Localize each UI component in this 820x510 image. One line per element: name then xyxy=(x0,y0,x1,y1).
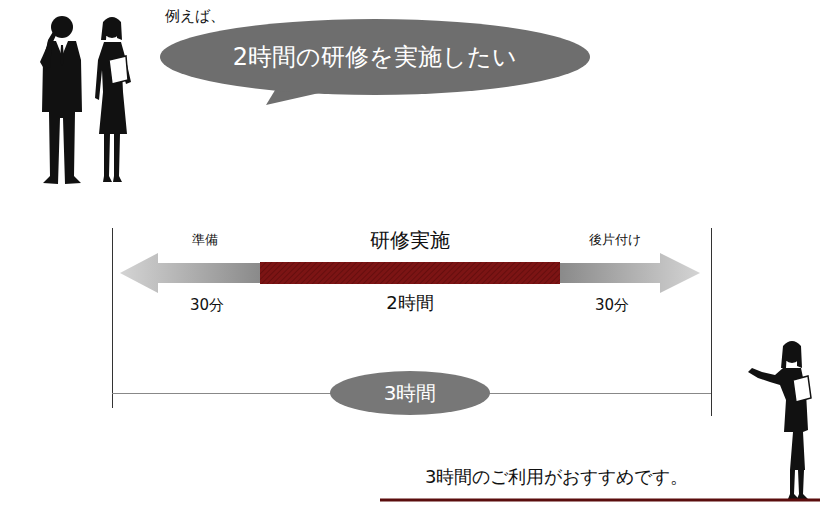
node-heading: 例えば、 xyxy=(165,7,225,25)
timeline-bracket xyxy=(112,228,712,416)
cleanup-arrow: 後片付け 30分 xyxy=(560,228,702,318)
arrow-shape xyxy=(120,253,260,293)
node-heading: 準備 xyxy=(192,232,218,248)
presenter-silhouette xyxy=(748,341,811,499)
ellipse-shape xyxy=(330,371,490,415)
arrow-shape xyxy=(560,253,700,293)
underline xyxy=(380,499,820,502)
bubble-body xyxy=(160,19,590,95)
man-silhouette xyxy=(40,16,82,184)
node-heading: 3時間 xyxy=(384,381,437,405)
node-heading: 研修実施 xyxy=(370,228,450,252)
bar-shape xyxy=(260,262,560,284)
node-text: 30分 xyxy=(190,296,224,314)
prep-arrow: 準備 30分 xyxy=(118,228,260,318)
node-text: 30分 xyxy=(595,296,629,314)
total-ellipse: 3時間 xyxy=(325,368,495,418)
node-text: 2時間 xyxy=(386,292,433,314)
recommendation-text: 3時間のご利用がおすすめです。 xyxy=(425,466,688,488)
speech-bubble: 例えば、 2時間の研修を実施したい xyxy=(150,2,600,107)
woman-silhouette xyxy=(95,17,131,182)
node-heading: 後片付け xyxy=(589,232,641,248)
training-bar: 研修実施 2時間 xyxy=(260,228,560,318)
node-text: 2時間の研修を実施したい xyxy=(233,43,517,72)
prep-arrow-shape xyxy=(118,228,260,318)
